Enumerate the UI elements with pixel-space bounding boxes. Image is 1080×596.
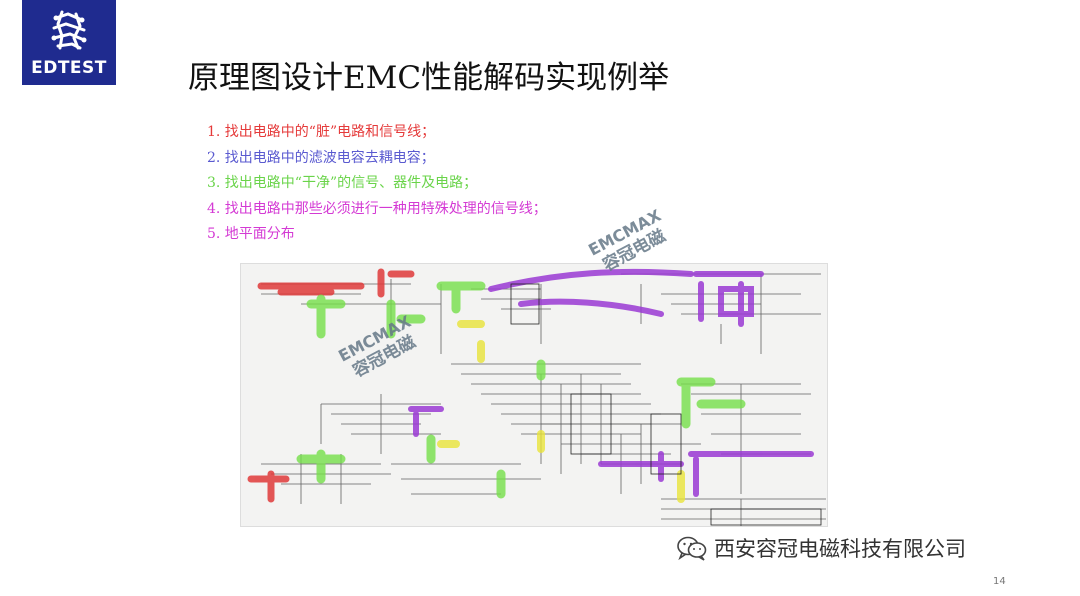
schematic-image	[240, 263, 828, 527]
step-item: 5. 地平面分布	[207, 226, 295, 242]
step-item: 3. 找出电路中“干净”的信号、器件及电路；	[207, 175, 478, 191]
logo-emblem-icon	[51, 10, 87, 50]
step-item: 1. 找出电路中的“脏”电路和信号线；	[207, 124, 436, 140]
wechat-icon	[677, 536, 707, 561]
page-number: 14	[993, 576, 1006, 587]
schematic-drawing	[247, 268, 826, 526]
step-item: 4. 找出电路中那些必须进行一种用特殊处理的信号线；	[207, 200, 547, 217]
logo-text: EDTEST	[31, 58, 107, 78]
page-title: 原理图设计EMC性能解码实现例举	[188, 60, 670, 96]
company-name: 西安容冠电磁科技有限公司	[714, 537, 966, 561]
company-credit: 西安容冠电磁科技有限公司	[676, 534, 966, 562]
edtest-logo: EDTEST	[22, 0, 116, 85]
step-list: 1. 找出电路中的“脏”电路和信号线； 2. 找出电路中的滤波电容去耦电容； 3…	[207, 120, 547, 248]
step-item: 2. 找出电路中的滤波电容去耦电容；	[207, 149, 435, 166]
